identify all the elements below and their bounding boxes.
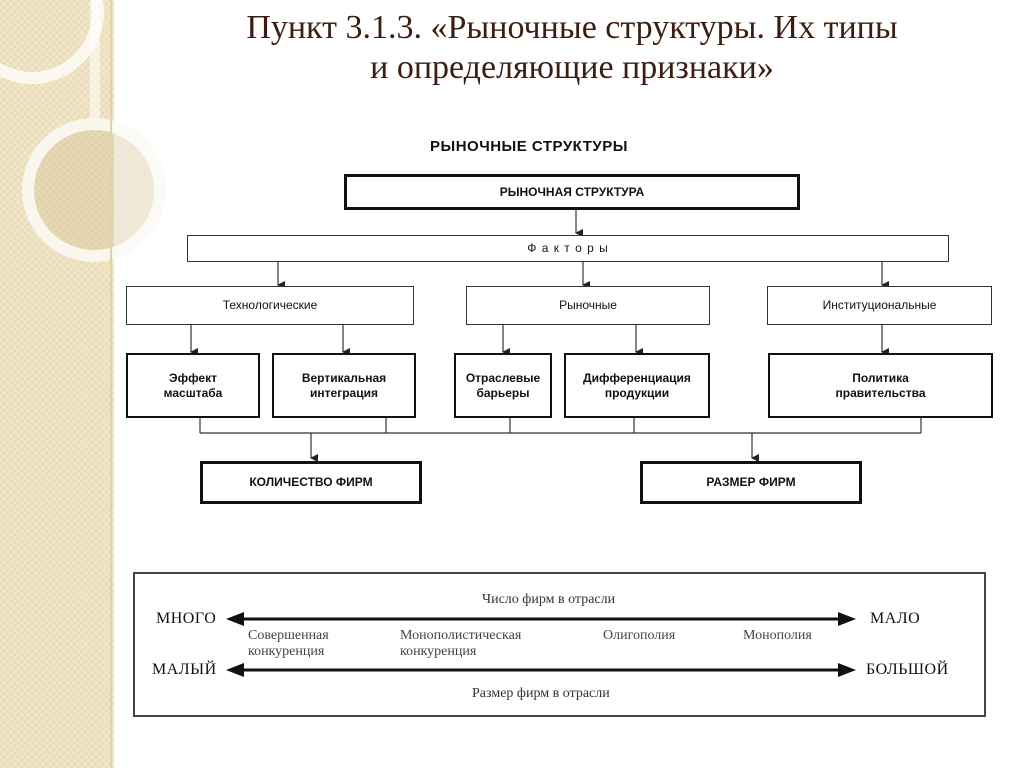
small-label: МАЛЫЙ	[152, 661, 217, 678]
firm-number-arrow-left-head	[226, 612, 244, 626]
product-differentiation-label: Дифференциация продукции	[583, 371, 691, 401]
item-line: интеграция	[310, 385, 378, 400]
factors-box: Ф а к т о р ы	[187, 235, 949, 262]
market-structure-label: РЫНОЧНАЯ СТРУКТУРА	[499, 184, 645, 199]
market-label: Рыночные	[559, 298, 617, 312]
decorative-bar	[90, 0, 100, 118]
market-structure-box: РЫНОЧНАЯ СТРУКТУРА	[344, 174, 800, 210]
item-line: барьеры	[476, 385, 530, 400]
type-line: конкуренция	[248, 644, 325, 659]
slide-title: Пункт 3.1.3. «Рыночные структуры. Их тип…	[120, 8, 1024, 88]
perfect-competition-label: Совершенная конкуренция	[248, 628, 329, 660]
item-line: Политика	[852, 370, 909, 385]
monopolistic-competition-label: Монополистическая конкуренция	[400, 628, 521, 660]
government-policy-box: Политика правительства	[768, 353, 993, 418]
firm-count-label: КОЛИЧЕСТВО ФИРМ	[249, 475, 373, 489]
vertical-integration-box: Вертикальная интеграция	[272, 353, 416, 418]
monopoly-label: Монополия	[743, 628, 812, 643]
slide-title-line-1: Пункт 3.1.3. «Рыночные структуры. Их тип…	[246, 9, 898, 46]
item-line: правительства	[835, 385, 926, 400]
economies-of-scale-label: Эффект масштаба	[164, 371, 223, 401]
slide-title-line-2: и определяющие признаки»	[370, 49, 774, 86]
market-types-scale	[133, 572, 986, 717]
firm-number-caption: Число фирм в отрасли	[482, 592, 616, 607]
decorative-divider	[110, 0, 112, 768]
technological-label: Технологические	[222, 298, 318, 312]
market-factors-box: Рыночные	[466, 286, 710, 325]
item-line: Вертикальная	[301, 370, 387, 385]
firm-count-box: КОЛИЧЕСТВО ФИРМ	[200, 461, 422, 504]
type-line: конкуренция	[400, 644, 477, 659]
economies-of-scale-box: Эффект масштаба	[126, 353, 260, 418]
firm-size-arrow-right-head	[838, 663, 856, 677]
firm-number-arrow-right-head	[838, 612, 856, 626]
firm-size-caption: Размер фирм в отрасли	[472, 686, 610, 701]
firm-size-arrow-left-head	[226, 663, 244, 677]
institutional-factors-box: Институциональные	[767, 286, 992, 325]
type-line: Совершенная	[248, 628, 329, 643]
diagram-heading: РЫНОЧНЫЕ СТРУКТУРЫ	[430, 138, 628, 155]
item-line: Дифференциация	[583, 370, 691, 385]
item-line: продукции	[604, 385, 670, 400]
type-line: Монополистическая	[400, 628, 522, 643]
many-label: МНОГО	[156, 610, 217, 627]
technological-factors-box: Технологические	[126, 286, 414, 325]
firm-size-label: РАЗМЕР ФИРМ	[706, 475, 796, 489]
institutional-label: Институциональные	[822, 298, 937, 312]
firm-size-box: РАЗМЕР ФИРМ	[640, 461, 862, 504]
item-line: масштаба	[163, 385, 223, 400]
decorative-side-panel	[0, 0, 166, 768]
government-policy-label: Политика правительства	[836, 371, 926, 401]
item-line: Отраслевые	[465, 370, 541, 385]
factors-label: Ф а к т о р ы	[527, 241, 609, 255]
item-line: Эффект	[169, 370, 217, 385]
industry-barriers-label: Отраслевые барьеры	[466, 371, 540, 401]
vertical-integration-label: Вертикальная интеграция	[302, 371, 386, 401]
product-differentiation-box: Дифференциация продукции	[564, 353, 710, 418]
few-label: МАЛО	[870, 610, 921, 627]
large-label: БОЛЬШОЙ	[866, 661, 949, 678]
oligopoly-label: Олигополия	[603, 628, 676, 643]
industry-barriers-box: Отраслевые барьеры	[454, 353, 552, 418]
